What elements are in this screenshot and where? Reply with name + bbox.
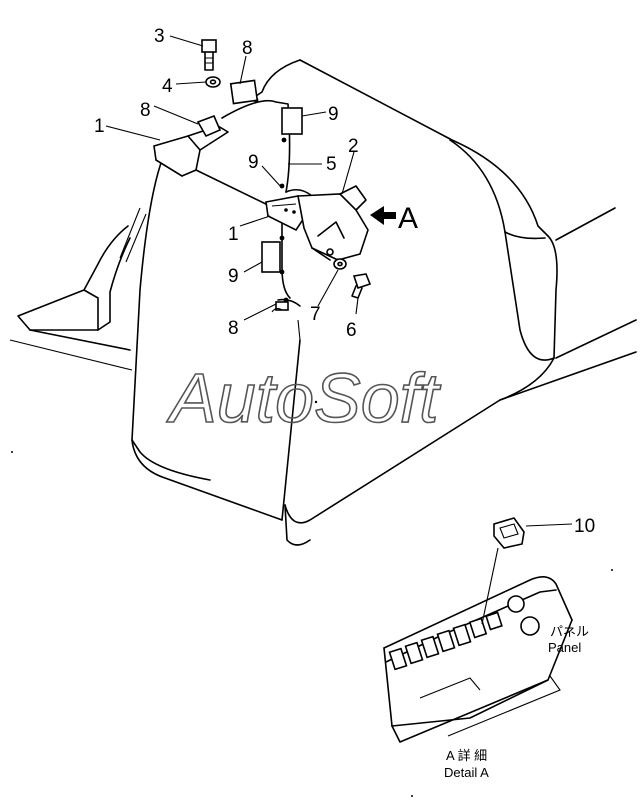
- watermark: AutoSoft: [166, 359, 441, 437]
- wiring-harness: [221, 97, 313, 307]
- wire-tags: [229, 79, 303, 313]
- detail-label-en: Detail A: [444, 765, 489, 780]
- callout-8-left: 8: [140, 100, 151, 121]
- view-marker-a: A: [398, 202, 418, 235]
- callout-8-top: 8: [242, 38, 253, 59]
- leader-lines: [105, 35, 573, 527]
- control-panel-detail: [383, 517, 573, 743]
- callout-9-lower: 9: [228, 266, 239, 287]
- callout-9-mid: 9: [248, 152, 259, 173]
- detail-label-jp: A 詳 細: [446, 748, 487, 763]
- panel-label-en: Panel: [548, 640, 581, 655]
- callout-4: 4: [162, 76, 173, 97]
- bracket-2: [297, 185, 369, 261]
- callout-3: 3: [154, 26, 165, 47]
- callout-1-lower: 1: [228, 224, 239, 245]
- washer-7: [333, 258, 347, 270]
- view-arrow: [370, 206, 396, 225]
- callout-7: 7: [310, 304, 321, 325]
- callout-1-top: 1: [94, 116, 105, 137]
- washer-4: [205, 76, 221, 88]
- callout-10: 10: [574, 516, 595, 537]
- callout-6: 6: [346, 320, 357, 341]
- callout-2: 2: [348, 136, 359, 157]
- callout-9-top: 9: [328, 104, 339, 125]
- bolt-3: [201, 39, 217, 71]
- lamp-top: [153, 114, 271, 207]
- panel-label-jp: パネル: [550, 624, 589, 639]
- bolt-6: [351, 273, 372, 299]
- callout-8-lower: 8: [228, 318, 239, 339]
- callout-5: 5: [326, 154, 337, 175]
- cab-body: [9, 59, 637, 546]
